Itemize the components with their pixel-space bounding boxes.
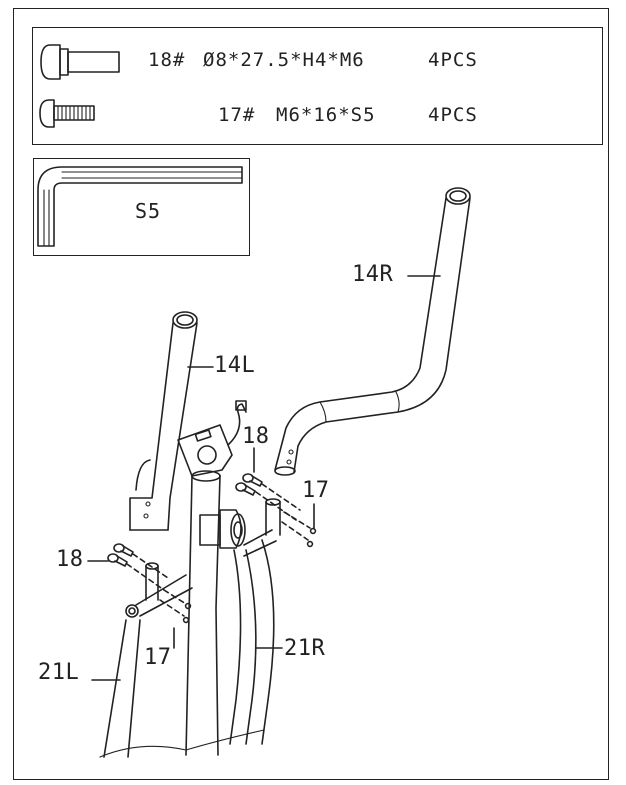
part-17-qty: 4PCS — [428, 104, 478, 126]
tool-label: S5 — [135, 199, 162, 223]
right-handlebar-14r — [274, 187, 471, 476]
callout-18-left: 18 — [56, 547, 84, 572]
part-18-qty: 4PCS — [428, 49, 478, 71]
callout-21r: 21R — [284, 636, 326, 661]
right-leg-21r — [229, 498, 281, 745]
callout-17-lower: 17 — [144, 645, 172, 670]
bolt-18-upper — [235, 473, 301, 521]
parts-list-box — [32, 27, 603, 145]
bolt-18-left — [107, 543, 169, 591]
diagram-frame — [13, 8, 609, 780]
callout-14r: 14R — [352, 262, 394, 287]
part-18-spec: Ø8*27.5*H4*M6 — [203, 49, 365, 71]
tool-box — [33, 158, 250, 256]
callout-21l: 21L — [38, 660, 80, 685]
bolt-17-right — [281, 511, 317, 548]
callout-14l: 14L — [214, 353, 256, 378]
ground-line — [99, 729, 265, 758]
callout-18-upper: 18 — [242, 424, 270, 449]
hex-socket-bolt-icon — [39, 99, 95, 128]
allen-wrench-icon — [37, 166, 243, 247]
part-17-id: 17# — [218, 104, 256, 126]
part-18-id: 18# — [148, 49, 186, 71]
part-17-spec: M6*16*S5 — [276, 104, 376, 126]
main-frame-upright — [177, 400, 277, 756]
callout-17-right: 17 — [302, 478, 330, 503]
carriage-bolt-icon — [40, 44, 120, 80]
left-handlebar-14l — [129, 311, 198, 531]
bolt-17-lower — [159, 589, 192, 624]
